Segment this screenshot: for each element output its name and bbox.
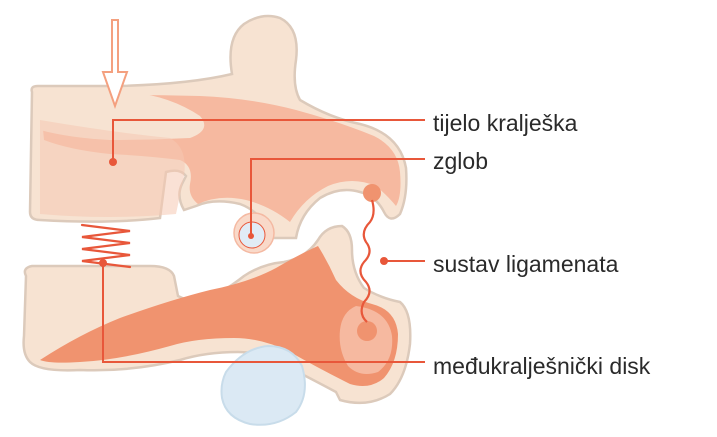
- label-vertebral-body: tijelo kralješka: [433, 112, 577, 135]
- dot-joint: [248, 233, 254, 239]
- joint-symbol: [234, 213, 274, 253]
- ligament-lower-anchor: [357, 321, 377, 341]
- label-intervertebral-disc: međukralješnički disk: [433, 355, 650, 378]
- spinal-canal: [222, 346, 305, 425]
- dot-vertebral-body: [109, 158, 117, 166]
- lower-vertebra: [24, 226, 411, 403]
- ligament-upper-anchor: [363, 184, 381, 202]
- dot-intervertebral-disc: [99, 259, 107, 267]
- upper-vertebra: [30, 16, 406, 238]
- label-joint: zglob: [433, 150, 488, 173]
- dot-ligament-system: [380, 257, 388, 265]
- label-ligament-system: sustav ligamenata: [433, 253, 618, 276]
